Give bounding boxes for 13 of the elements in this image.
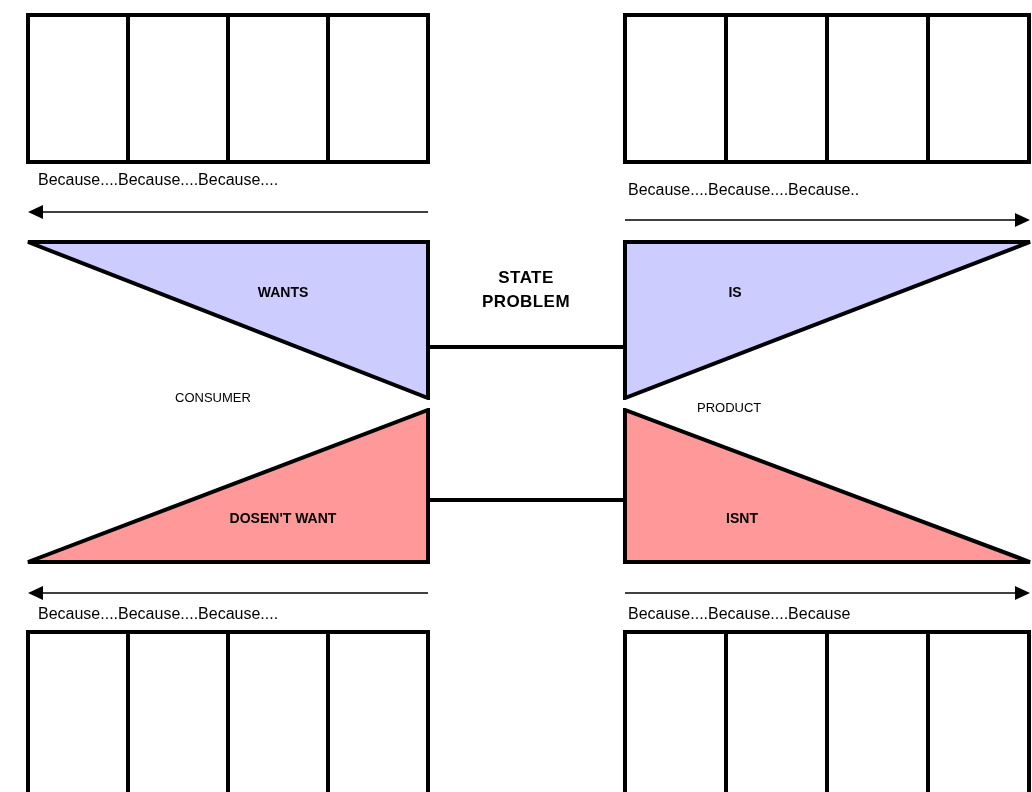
side-label: PRODUCT — [697, 399, 762, 417]
triangle-label: ISNT — [726, 509, 758, 528]
triangle-label: DOSEN'T WANT — [229, 509, 337, 528]
heading-text: STATE PROBLEM — [481, 267, 571, 313]
connector-line — [428, 498, 625, 502]
triangle-label: IS — [728, 283, 742, 302]
reason-text: Because....Because....Because.. — [628, 180, 860, 200]
reason-text: Because....Because....Because.... — [38, 604, 279, 624]
reason-text: Because....Because....Because — [628, 604, 851, 624]
side-label: CONSUMER — [175, 389, 251, 407]
connector-line — [428, 345, 625, 349]
reason-text: Because....Because....Because.... — [38, 170, 279, 190]
triangle-label: WANTS — [257, 283, 309, 302]
